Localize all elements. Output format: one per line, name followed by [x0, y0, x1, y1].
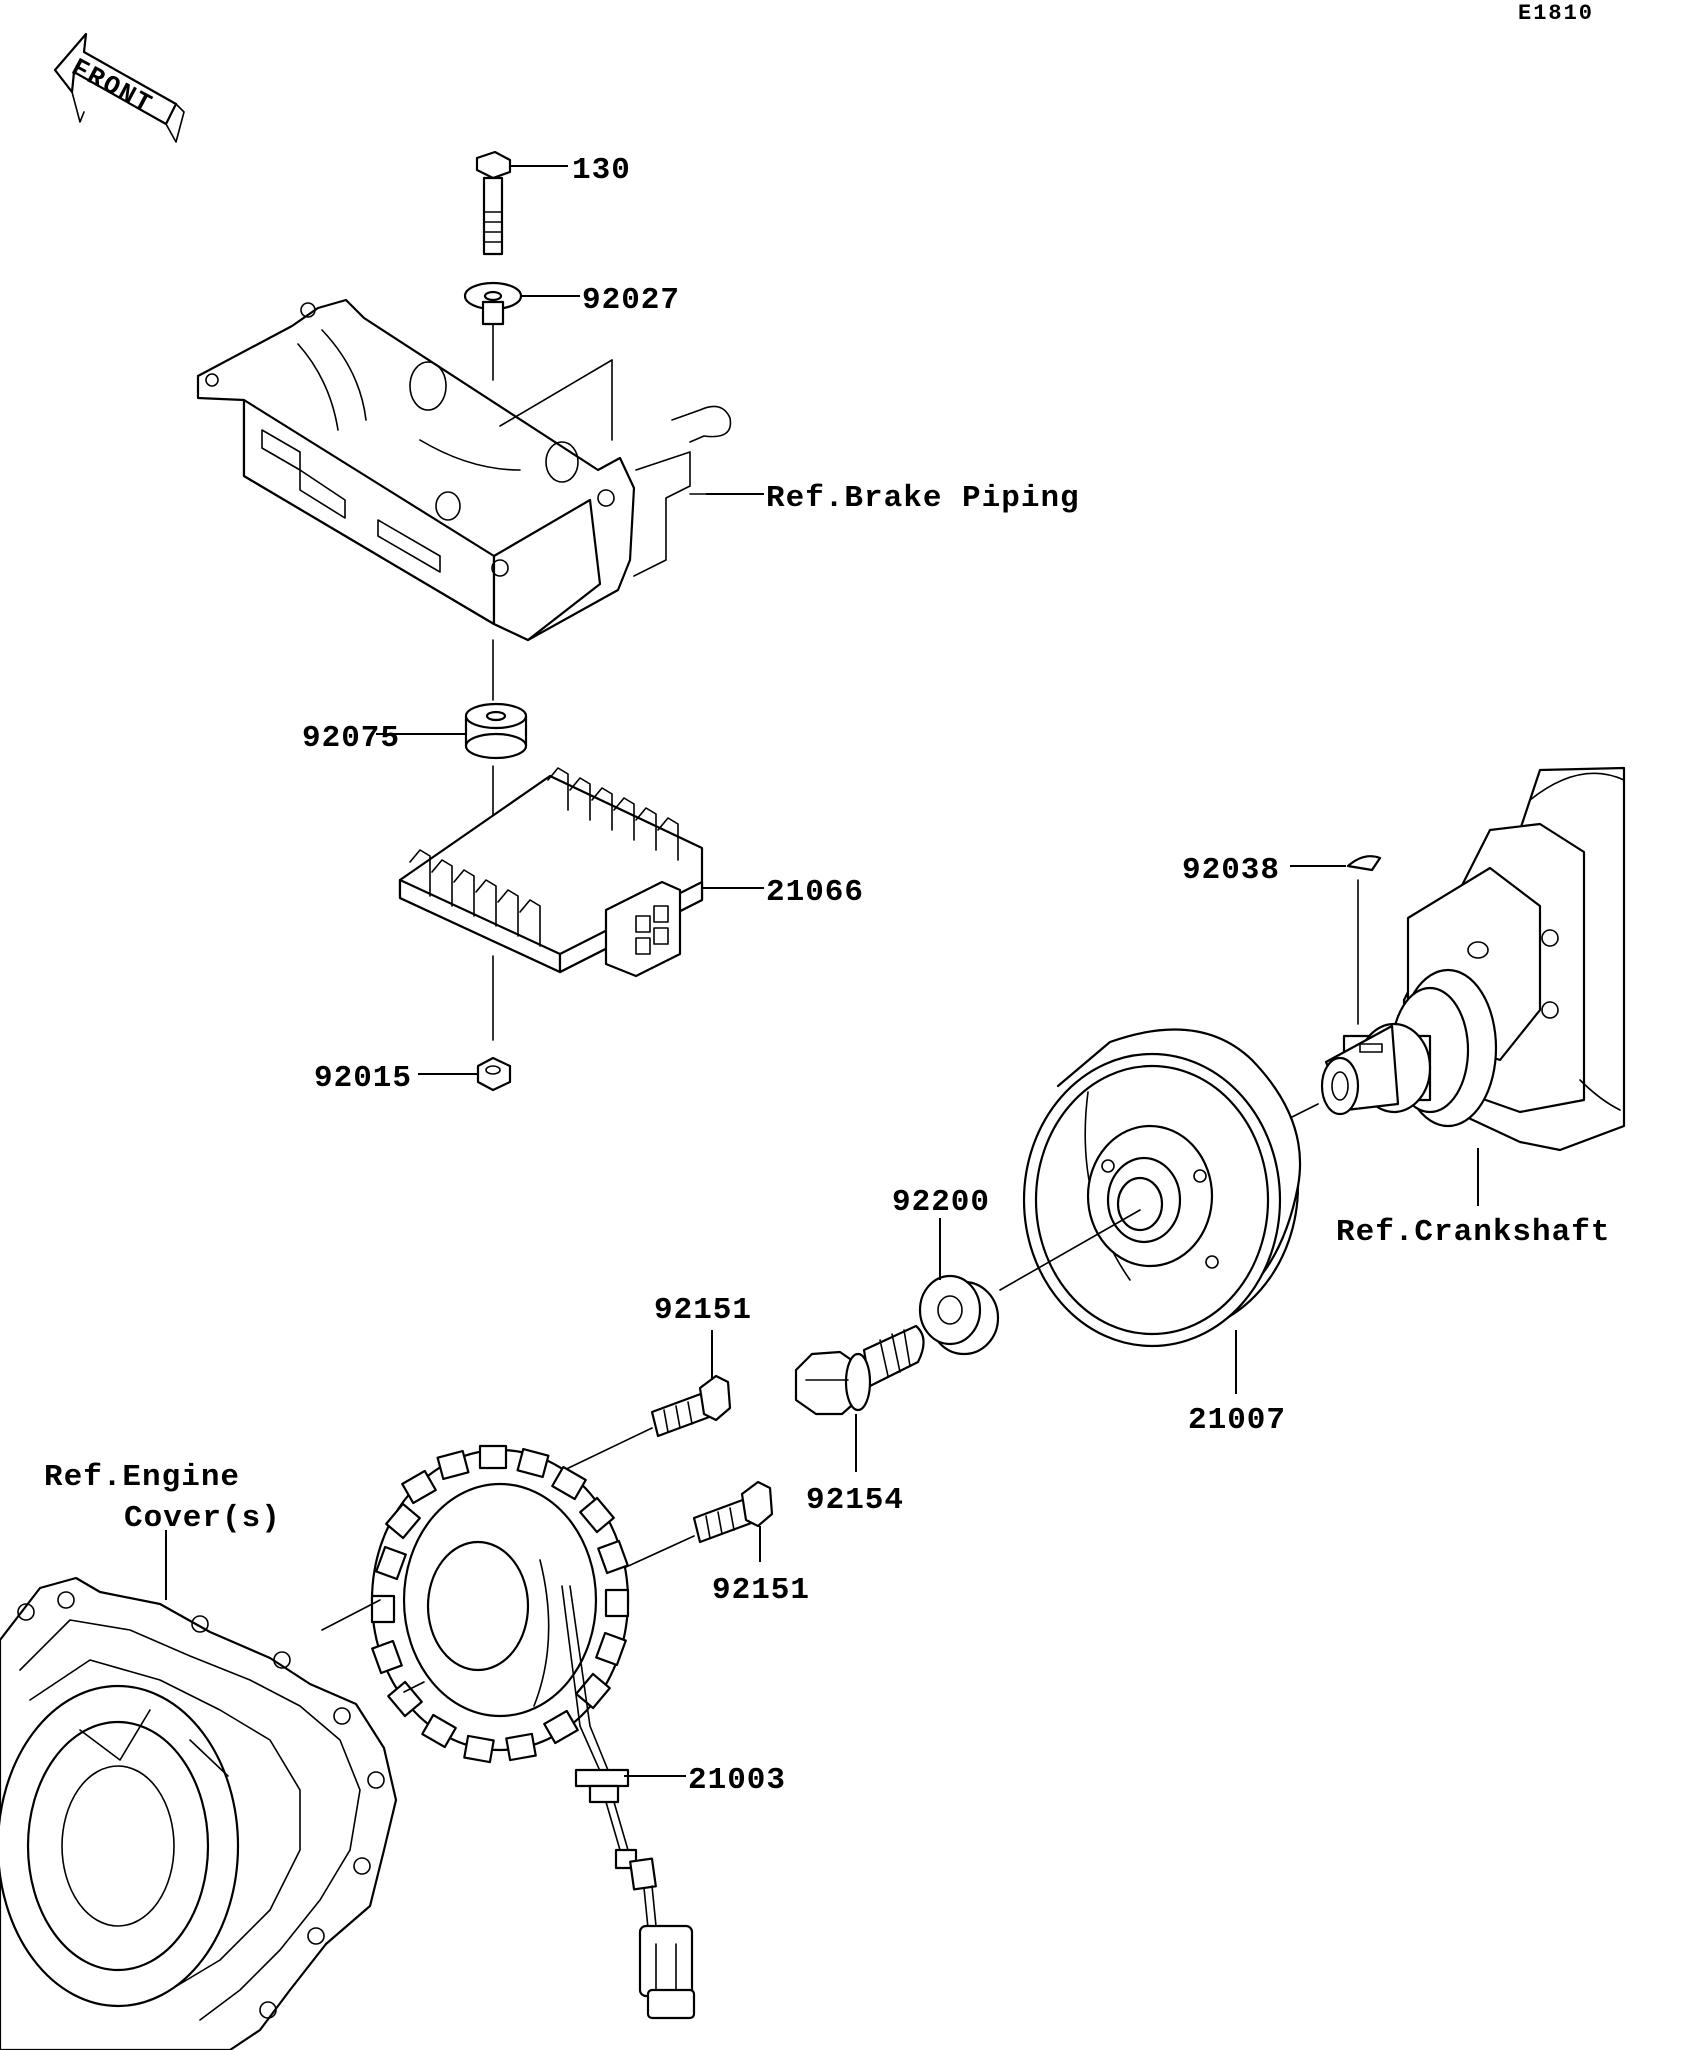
collar-92027-icon [463, 281, 523, 326]
bolt-92151-lower-icon [692, 1480, 774, 1544]
callout-92151-upper: 92151 [654, 1293, 752, 1328]
callout-92015: 92015 [314, 1061, 412, 1096]
engine-cover-icon [0, 1576, 398, 2050]
callout-21066: 21066 [766, 875, 864, 910]
front-label: FRONT [66, 53, 158, 121]
callout-130: 130 [572, 153, 631, 188]
regulator-bracket-icon [196, 298, 732, 642]
regulator-rectifier-21066-icon [398, 767, 704, 978]
flange-bolt-92154-icon [794, 1324, 925, 1416]
callout-92038: 92038 [1182, 853, 1280, 888]
ref-engine-cover-line2: Cover(s) [124, 1501, 281, 1536]
damper-92075-icon [464, 702, 528, 760]
stator-21003-icon [370, 1444, 696, 2020]
callout-92154: 92154 [806, 1483, 904, 1518]
bolt-92151-upper-icon [650, 1374, 732, 1438]
front-direction-arrow-icon: FRONT [53, 32, 185, 143]
callout-92075: 92075 [302, 721, 400, 756]
callout-21007: 21007 [1188, 1403, 1286, 1438]
flywheel-rotor-21007-icon [1022, 1028, 1302, 1348]
callout-92027: 92027 [582, 283, 680, 318]
callout-92151-lower: 92151 [712, 1573, 810, 1608]
ref-crankshaft: Ref.Crankshaft [1336, 1215, 1610, 1250]
callout-21003: 21003 [688, 1763, 786, 1798]
nut-92015-icon [476, 1056, 512, 1092]
crankshaft-icon [1320, 766, 1626, 1152]
bolt-130-icon [475, 150, 512, 256]
ref-brake-piping: Ref.Brake Piping [766, 481, 1080, 516]
washer-92200-icon [918, 1274, 1000, 1356]
woodruff-key-92038-icon [1346, 855, 1382, 872]
diagram-code: E1810 [1518, 1, 1594, 26]
callout-92200: 92200 [892, 1185, 990, 1220]
ref-engine-cover-line1: Ref.Engine [44, 1460, 240, 1495]
